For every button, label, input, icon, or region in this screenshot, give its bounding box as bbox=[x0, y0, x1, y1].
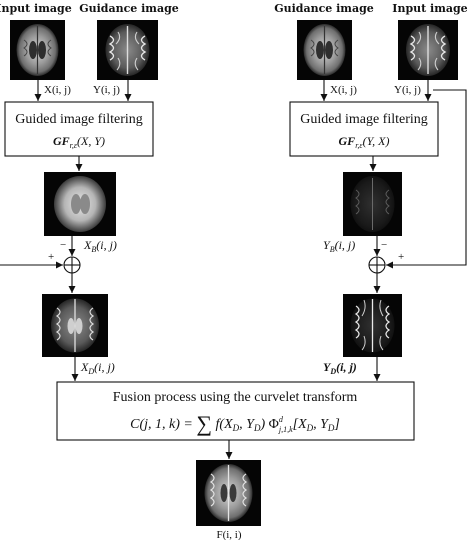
mri-t1-image-right bbox=[297, 20, 352, 80]
fusion-process-box: Fusion process using the curvelet transf… bbox=[56, 381, 415, 441]
gf-expression-right: GFr,ε(Y, X) bbox=[339, 134, 390, 150]
fusion-title: Fusion process using the curvelet transf… bbox=[113, 390, 358, 405]
guided-filter-box-left: Guided image filtering GFr,ε(X, Y) bbox=[4, 101, 154, 157]
sign-minus-right: − bbox=[381, 239, 387, 251]
label-y-ij-right: Y(i, j) bbox=[394, 84, 421, 96]
mri-t1-image-left bbox=[10, 20, 65, 80]
guided-filter-title-right: Guided image filtering bbox=[300, 112, 428, 127]
label-input-image-right: Input image bbox=[392, 2, 467, 15]
base-layer-image-right bbox=[343, 172, 402, 236]
guided-filter-box-right: Guided image filtering GFr,ε(Y, X) bbox=[289, 101, 439, 157]
label-xd: XD(i, j) bbox=[80, 360, 115, 376]
mri-t2-image-right bbox=[398, 20, 458, 80]
label-y-ij-left: Y(i, j) bbox=[93, 84, 120, 96]
sign-plus-right: + bbox=[398, 251, 404, 263]
mri-t2-image-left bbox=[97, 20, 158, 80]
label-yb: YB(i, j) bbox=[323, 238, 355, 254]
arrow-input-to-sum-right bbox=[386, 89, 467, 269]
sign-plus-left: + bbox=[48, 251, 54, 263]
sum-junction-left bbox=[63, 256, 81, 274]
label-x-ij-left: X(i, j) bbox=[44, 84, 71, 96]
gf-expression-left: GFr,ε(X, Y) bbox=[53, 134, 105, 150]
label-output: F(i, i) bbox=[216, 529, 241, 540]
label-input-image-left: Input image bbox=[0, 2, 72, 15]
label-x-ij-right: X(i, j) bbox=[330, 84, 357, 96]
label-guidance-image-left: Guidance image bbox=[79, 2, 179, 15]
base-layer-image-left bbox=[44, 172, 116, 236]
fused-output-image bbox=[196, 460, 261, 526]
detail-layer-image-right bbox=[343, 294, 402, 357]
detail-layer-image-left bbox=[42, 294, 108, 357]
label-guidance-image-right: Guidance image bbox=[274, 2, 374, 15]
sign-minus-left: − bbox=[60, 239, 66, 251]
guided-filter-title-left: Guided image filtering bbox=[15, 112, 143, 127]
label-yd: YD(i, j) bbox=[323, 360, 357, 376]
sum-junction-right bbox=[368, 256, 386, 274]
label-xb: XB(i, j) bbox=[83, 238, 117, 254]
